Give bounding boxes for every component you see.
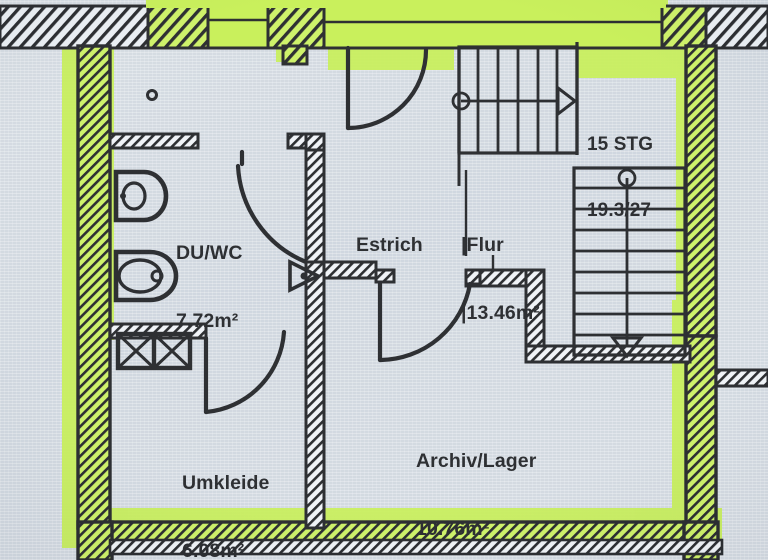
door-swing-estrich-top bbox=[345, 47, 429, 131]
lower-stair bbox=[572, 166, 687, 359]
room-name-du-wc: DU/WC bbox=[176, 242, 243, 265]
room-area-umkleide: 6.08m² bbox=[182, 540, 245, 560]
valve-fixture bbox=[288, 259, 323, 293]
room-name-estrich: Estrich bbox=[356, 234, 423, 257]
sink-fixture bbox=[113, 169, 169, 223]
room-label-du-wc: DU/WC 7.72m² bbox=[176, 197, 243, 378]
room-label-archiv-lager: Archiv/Lager 10.76m² bbox=[416, 405, 536, 560]
door-swing-umkleide bbox=[203, 329, 287, 415]
stair-count-label: 15 STG bbox=[587, 134, 654, 156]
exterior-wall-top bbox=[0, 0, 768, 50]
room-name-archiv-lager: Archiv/Lager bbox=[416, 450, 537, 473]
room-label-umkleide: Umkleide 6.08m² bbox=[182, 427, 270, 560]
exterior-walls bbox=[76, 44, 768, 560]
upper-stair bbox=[451, 42, 579, 186]
floor-drain-icon bbox=[146, 89, 158, 101]
interior-walls bbox=[108, 44, 692, 530]
stair-riser-tread-label: 19.3/27 bbox=[587, 200, 652, 222]
door-swing-du-wc bbox=[235, 163, 309, 265]
room-label-flur: |Flur |13.46m² bbox=[461, 189, 540, 370]
cabinet-fixture bbox=[115, 331, 193, 371]
room-name-umkleide: Umkleide bbox=[182, 472, 270, 495]
doors bbox=[203, 45, 473, 415]
room-area-archiv-lager: 10.76m² bbox=[416, 518, 490, 541]
dimension-lines bbox=[464, 170, 495, 270]
room-name-flur: |Flur bbox=[461, 234, 504, 257]
room-area-flur: |13.46m² bbox=[461, 302, 540, 325]
fixtures-layer bbox=[113, 89, 323, 371]
door-swing-archiv bbox=[377, 281, 473, 363]
stair-annotation: 15 STG 19.3/27 bbox=[587, 90, 653, 266]
room-area-du-wc: 7.72m² bbox=[176, 310, 239, 333]
toilet-fixture bbox=[113, 249, 179, 303]
room-label-estrich: Estrich bbox=[356, 189, 423, 302]
